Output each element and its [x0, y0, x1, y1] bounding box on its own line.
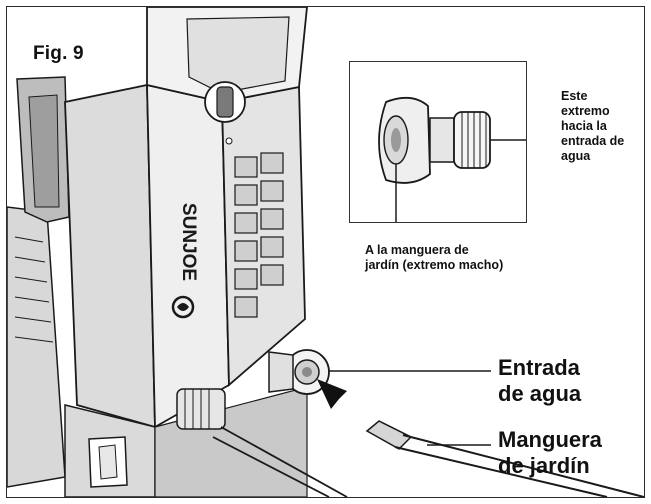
figure-title: Fig. 9: [33, 43, 84, 64]
adapter-detail-inset: [349, 61, 527, 223]
adapter-detail-illustration: [378, 96, 526, 222]
pressure-washer-illustration: SUNJOE: [7, 7, 644, 497]
sunjoe-logo-icon: SUNJOE: [171, 203, 199, 319]
vent-slots: [234, 152, 284, 318]
figure-frame: SUNJOE Fig. 9: [6, 6, 645, 498]
direction-arrow-icon: [317, 379, 359, 421]
water-end-label: Este extremo hacia la entrada de agua: [561, 89, 625, 163]
wheel-tread: [14, 236, 54, 343]
handle-insert: [28, 94, 60, 208]
brand-logo-text: SUNJOE: [178, 203, 199, 281]
pump-housing: [154, 386, 308, 497]
adapter-threaded-end: [453, 111, 491, 169]
body-right-panel: [221, 85, 306, 387]
water-inlet-label: Entrada de agua: [498, 355, 582, 406]
garden-hose-end-label: A la manguera de jardín (extremo macho): [365, 243, 504, 272]
wheel-housing: [7, 206, 66, 488]
body-side-panel: [64, 83, 156, 429]
high-pressure-hose: [212, 426, 348, 497]
garden-hose-label: Manguera de jardín: [498, 427, 602, 478]
